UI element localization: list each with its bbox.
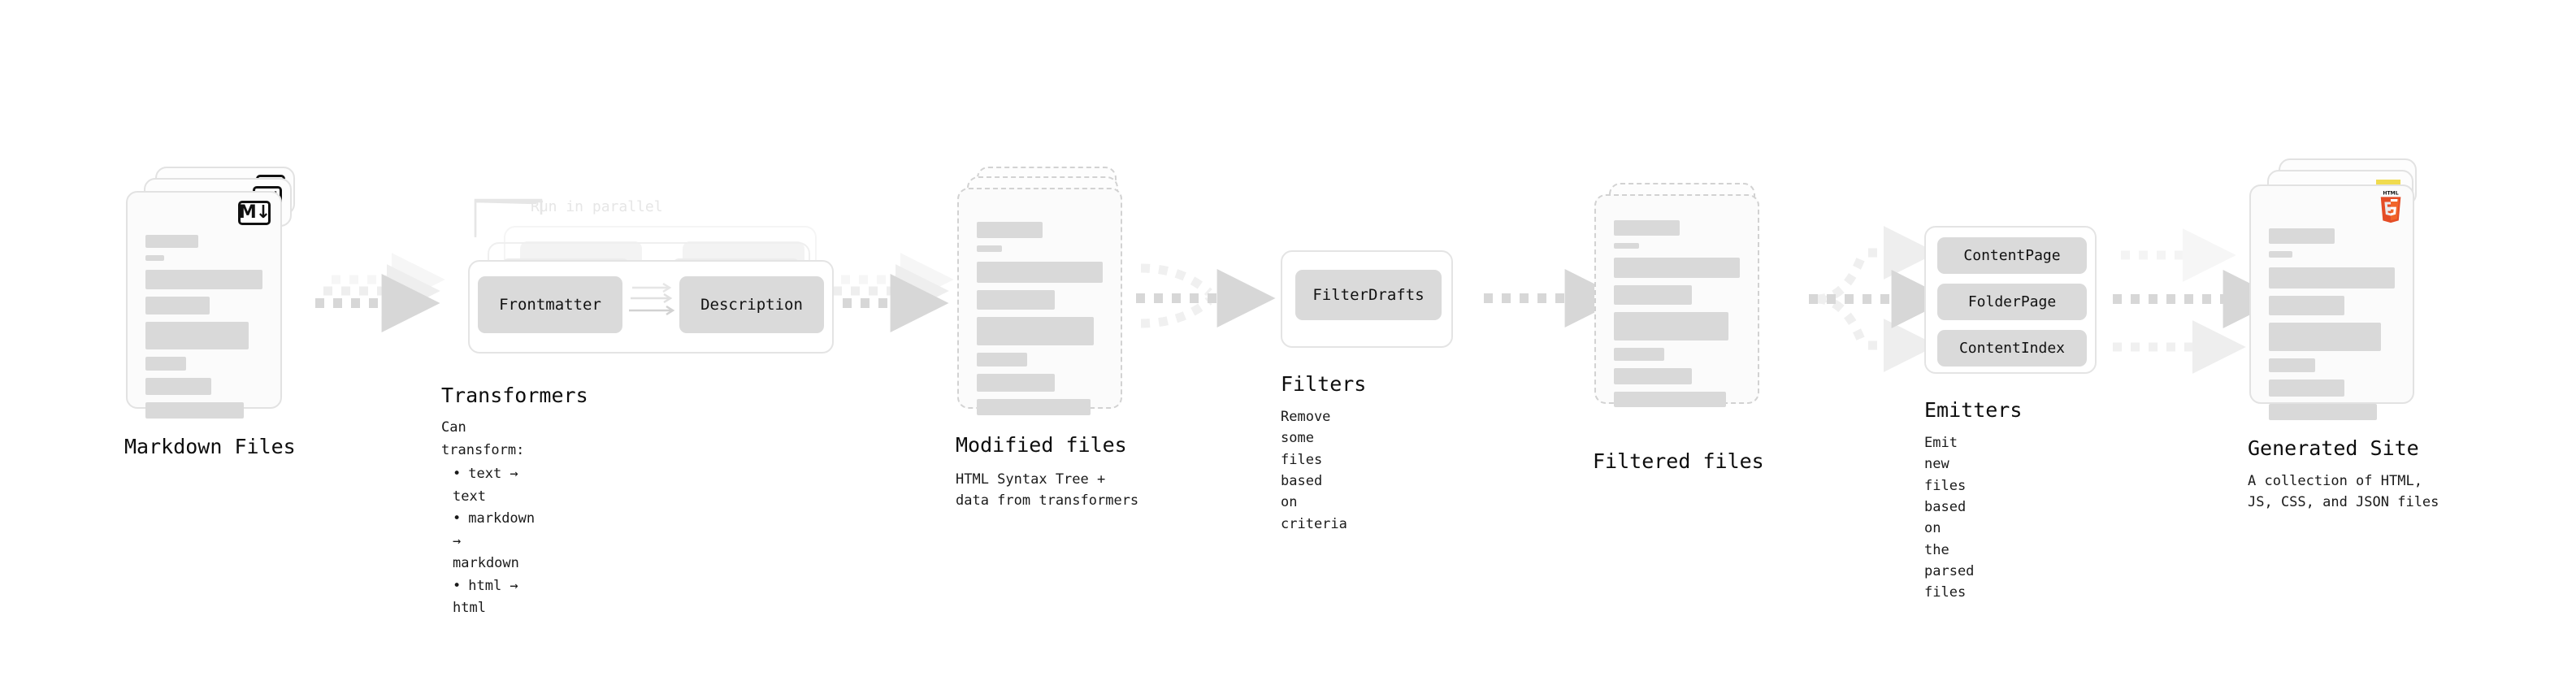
arrow-markdown-to-transformers	[315, 253, 445, 332]
transformers-bullets-lead: Can transform:	[441, 419, 525, 458]
emitters-caption: Emitters	[1924, 398, 2023, 422]
modified-file-stack	[957, 167, 1144, 419]
svg-text:HTML: HTML	[2383, 191, 2398, 197]
transformer-pill-frontmatter[interactable]: Frontmatter	[478, 276, 622, 333]
markdown-files-caption: Markdown Files	[124, 435, 296, 458]
filtered-file-stack	[1594, 183, 1781, 427]
generated-card-front: HTML	[2249, 184, 2414, 420]
generated-skeleton-lines	[2269, 228, 2395, 427]
transformer-bullet-item: html → html	[453, 575, 535, 620]
filter-pill-filterdrafts[interactable]: FilterDrafts	[1295, 270, 1442, 320]
emitter-pill-contentindex[interactable]: ContentIndex	[1937, 330, 2087, 367]
modified-card-front	[957, 188, 1122, 415]
filters-caption: Filters	[1281, 372, 1367, 396]
transformer-pill-description[interactable]: Description	[679, 276, 824, 333]
modified-skeleton-lines	[977, 222, 1103, 423]
modified-files-caption: Modified files	[956, 433, 1127, 457]
stage-filtered-files: Filtered files	[1593, 183, 1781, 473]
emitters-group-box[interactable]: ContentPage FolderPage ContentIndex	[1924, 226, 2097, 374]
html5-icon: HTML	[2380, 191, 2401, 223]
markdown-card-front: M↓	[126, 191, 282, 419]
markdown-icon: M↓	[238, 201, 271, 225]
arrow-transformers-to-modified	[825, 253, 954, 332]
transformers-caption: Transformers	[441, 384, 588, 407]
modified-files-description: HTML Syntax Tree + data from transformer…	[956, 471, 1139, 510]
arrow-filtered-to-emitters	[1809, 226, 1950, 372]
transformer-bullet-item: text → text	[453, 463, 535, 508]
markdown-file-stack: M↓ M↓ M↓	[126, 167, 313, 419]
filters-group-box[interactable]: FilterDrafts	[1281, 250, 1453, 348]
generated-site-caption: Generated Site	[2248, 436, 2419, 460]
markdown-skeleton-lines	[145, 235, 262, 426]
transformers-bullets: Can transform: text → text markdown → ma…	[441, 417, 535, 620]
run-in-parallel-label: Run in parallel	[531, 198, 663, 215]
emitter-pill-contentpage[interactable]: ContentPage	[1937, 237, 2087, 274]
stage-markdown-files: M↓ M↓ M↓ Markdown Files	[124, 167, 313, 458]
stage-modified-files: Modified files HTML Syntax Tree + data f…	[956, 167, 1144, 509]
filtered-skeleton-lines	[1614, 220, 1740, 414]
arrow-emitters-to-site	[2113, 228, 2282, 374]
stage-generated-site: CSS HTML	[2248, 158, 2444, 510]
arrow-modified-to-filters	[1136, 263, 1276, 328]
filtered-files-caption: Filtered files	[1593, 449, 1764, 473]
emitter-pill-folderpage[interactable]: FolderPage	[1937, 284, 2087, 320]
transformer-bullet-item: markdown → markdown	[453, 508, 535, 575]
filtered-card-front	[1594, 194, 1759, 407]
generated-site-description: A collection of HTML, JS, CSS, and JSON …	[2248, 473, 2439, 511]
emitters-description: Emit new files based on the parsed files	[1924, 435, 1975, 601]
generated-file-stack: CSS HTML	[2249, 158, 2444, 420]
transformer-group-front[interactable]: Frontmatter Description	[468, 260, 834, 354]
filters-description: Remove some files based on criteria	[1281, 409, 1347, 532]
